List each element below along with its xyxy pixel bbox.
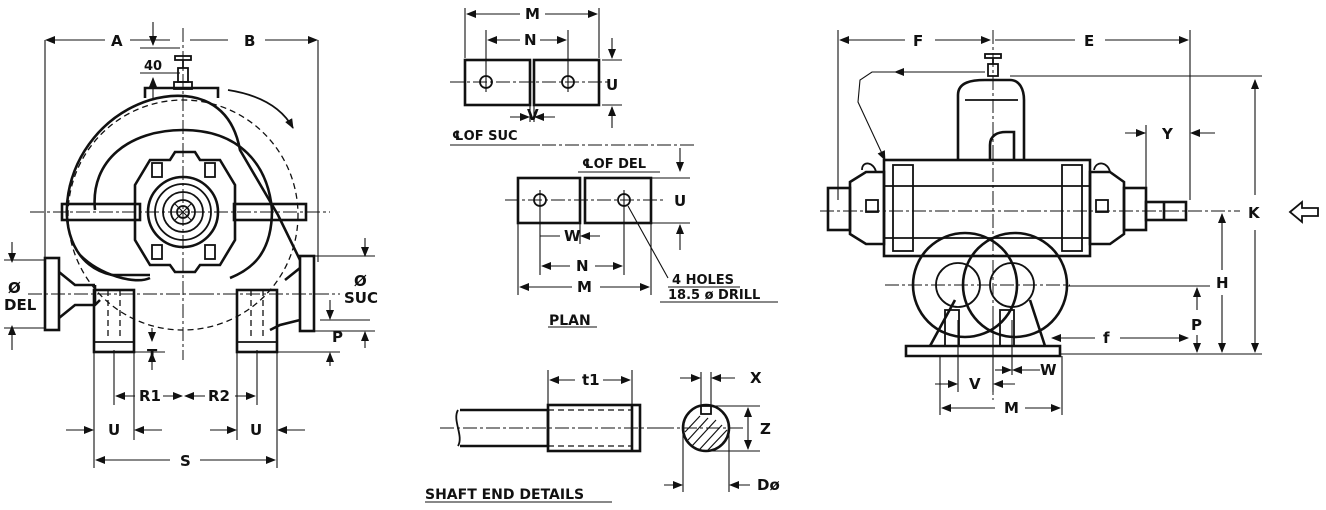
plan-dim-m-top: M [525,5,540,23]
cl-of-del-label: ℄OF DEL [582,157,646,172]
del-label: DEL [4,296,37,314]
shaft-dim-x: X [750,369,762,387]
side-dim-f-lower: f [1103,329,1110,347]
phi-del-label: Ø [8,279,21,297]
cl-of-suc-label: ℄OF SUC [452,129,518,144]
dim-r2-label: R2 [208,387,230,405]
plan-dim-n-bottom: N [576,257,589,275]
shaft-end-details: t1 X Z Dø SHAFT END DETAILS [425,369,780,503]
plan-view: M N U V ℄OF SUC ℄OF DEL U W N M 4 HOLES … [450,5,778,329]
phi-suc-label: Ø [354,272,367,290]
dim-u-right-label: U [250,421,262,439]
side-dim-k: K [1248,204,1261,222]
dim-t-label: T [147,346,158,364]
front-view: A B 40 Ø DEL Ø SUC P T R1 R2 U U S [4,22,378,470]
plan-dim-u-bottom: U [674,192,686,210]
dim-r1-label: R1 [139,387,161,405]
plan-dim-u-top: U [606,76,618,94]
holes-note-line1: 4 HOLES [672,273,734,288]
shaft-dim-z: Z [760,420,771,438]
side-dim-f: F [913,32,923,50]
holes-note-line2: 18.5 ø DRILL [668,288,760,303]
plan-dim-w: W [564,227,581,245]
dim-u-left-label: U [108,421,120,439]
dim-a-label: A [111,32,123,50]
plan-dim-m-bottom: M [577,278,592,296]
dim-40-label: 40 [144,59,162,74]
shaft-dim-d: Dø [757,476,780,494]
side-dim-m: M [1004,399,1019,417]
plan-dim-n-top: N [524,31,537,49]
side-dim-h: H [1216,274,1229,292]
side-view: F E Y K H P f V W M [820,30,1319,417]
plan-dim-v: V [527,106,539,124]
plan-title: PLAN [549,313,591,329]
dim-s-label: S [180,452,191,470]
suc-label: SUC [344,289,378,307]
side-dim-p: P [1191,316,1202,334]
dim-b-label: B [244,32,255,50]
side-dim-v: V [969,375,981,393]
shaft-dim-t1: t1 [582,371,600,389]
side-dim-e: E [1084,32,1094,50]
side-dim-w: W [1040,361,1057,379]
dim-p-label: P [332,328,343,346]
shaft-end-title: SHAFT END DETAILS [425,487,584,503]
side-dim-y: Y [1161,125,1174,143]
